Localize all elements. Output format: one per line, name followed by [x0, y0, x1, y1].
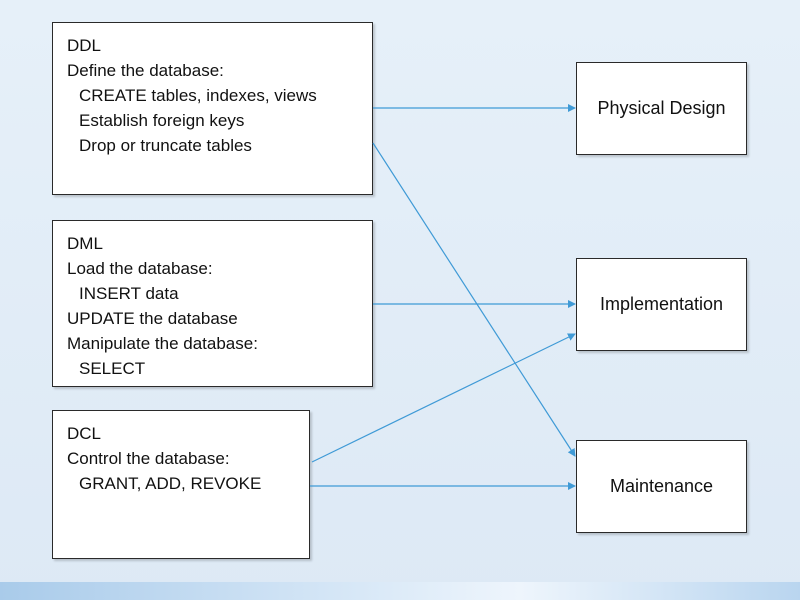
ddl-line-2: CREATE tables, indexes, views — [79, 86, 317, 105]
maintenance-box: Maintenance — [576, 440, 747, 533]
dml-box: DML Load the database: INSERT data UPDAT… — [52, 220, 373, 387]
ddl-line-4: Drop or truncate tables — [79, 136, 252, 155]
dcl-line-2: GRANT, ADD, REVOKE — [79, 474, 262, 493]
dml-line-5: SELECT — [79, 359, 146, 378]
bottom-decorative-strip — [0, 582, 800, 600]
dcl-heading: DCL — [67, 424, 102, 443]
physical-design-label: Physical Design — [597, 98, 726, 118]
ddl-line-1: Define the database: — [67, 61, 224, 80]
ddl-heading: DDL — [67, 36, 102, 55]
maintenance-label: Maintenance — [609, 476, 714, 496]
ddl-box: DDL Define the database: CREATE tables, … — [52, 22, 373, 195]
ddl-line-3: Establish foreign keys — [79, 111, 245, 130]
dcl-box: DCL Control the database: GRANT, ADD, RE… — [52, 410, 310, 559]
dcl-line-1: Control the database: — [67, 449, 230, 468]
dml-line-4: Manipulate the database: — [67, 334, 258, 353]
implementation-label: Implementation — [599, 294, 724, 314]
dml-line-2: INSERT data — [79, 284, 179, 303]
dml-heading: DML — [67, 234, 103, 253]
dml-line-1: Load the database: — [67, 259, 213, 278]
arrow-ddl-to-maintenance — [372, 142, 576, 457]
dml-line-3: UPDATE the database — [67, 309, 238, 328]
physical-design-box: Physical Design — [576, 62, 747, 155]
implementation-box: Implementation — [576, 258, 747, 351]
